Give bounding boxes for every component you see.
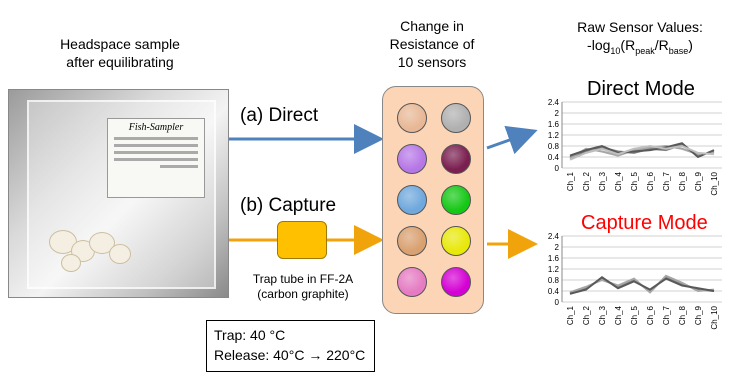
- sensor-9: [397, 267, 427, 297]
- capture-chart-title: Capture Mode: [581, 212, 708, 234]
- x-tick-label: Ch_5: [630, 305, 639, 325]
- direct-chart-title: Direct Mode: [587, 78, 695, 100]
- y-tick-label: 0.4: [548, 287, 560, 296]
- change-title-line1: Change in: [400, 18, 464, 34]
- sensor-array-box: [382, 86, 484, 314]
- sensor-6: [441, 185, 471, 215]
- trap-caption: Trap tube in FF-2A (carbon graphite): [228, 272, 378, 302]
- x-tick-label: Ch_1: [566, 171, 575, 191]
- x-tick-label: Ch_4: [614, 305, 623, 325]
- trap-tube: [277, 221, 327, 259]
- direct-mode-label: (a) Direct: [240, 105, 319, 126]
- y-tick-label: 0.8: [548, 142, 560, 151]
- y-tick-label: 0: [555, 164, 560, 173]
- release-temperature: Release: 40°C → 220°C: [214, 347, 366, 363]
- sample-bag-photo: Fish-Sampler: [8, 89, 229, 298]
- x-tick-label: Ch_7: [662, 171, 671, 191]
- trap-caption-line1: Trap tube in FF-2A: [252, 272, 354, 286]
- x-tick-label: Ch_4: [614, 171, 623, 191]
- x-tick-label: Ch_6: [646, 305, 655, 325]
- trap-temperature: Trap: 40 °C: [214, 327, 286, 343]
- conditions-box: Trap: 40 °C Release: 40°C → 220°C: [206, 320, 375, 372]
- y-tick-label: 1.2: [548, 131, 560, 140]
- bag-label-card: Fish-Sampler: [107, 118, 205, 198]
- y-tick-label: 2.4: [548, 232, 560, 241]
- y-tick-label: 1.6: [548, 120, 560, 129]
- sample-title-line1: Headspace sample: [60, 36, 180, 52]
- sensor-1: [397, 103, 427, 133]
- x-tick-label: Ch_8: [678, 171, 687, 191]
- sensor-4: [441, 144, 471, 174]
- x-tick-label: Ch_3: [598, 171, 607, 191]
- change-title: Change in Resistance of 10 sensors: [372, 17, 492, 71]
- y-tick-label: 2.4: [548, 98, 560, 107]
- raw-title-formula: -log10(Rpeak/Rbase): [587, 37, 693, 56]
- x-tick-label: Ch_2: [582, 171, 591, 191]
- x-tick-label: Ch_5: [630, 171, 639, 191]
- x-tick-label: Ch_6: [646, 171, 655, 191]
- change-title-line2: Resistance of: [389, 36, 475, 52]
- x-tick-label: Ch_9: [694, 305, 703, 325]
- series-line: [569, 276, 715, 295]
- raw-title-line1: Raw Sensor Values:: [577, 19, 703, 35]
- capture-mode-label: (b) Capture: [240, 195, 337, 216]
- bag-label-title: Fish-Sampler: [128, 122, 184, 133]
- sample-title: Headspace sample after equilibrating: [20, 35, 220, 71]
- sensor-3: [397, 144, 427, 174]
- mushroom: [61, 254, 81, 272]
- y-tick-label: 0: [555, 298, 560, 307]
- y-tick-label: 0.8: [548, 276, 560, 285]
- direct-mode-chart: 0 0.4 0.8 1.2 1.6 2 2.4Ch_1 Ch_2 Ch_3 Ch_4 Ch_5 Ch_…: [548, 98, 722, 196]
- x-tick-label: Ch_2: [582, 305, 591, 325]
- sensor-8: [441, 226, 471, 256]
- change-title-line3: 10 sensors: [397, 54, 467, 70]
- mushroom: [89, 232, 115, 254]
- y-tick-label: 2: [555, 109, 560, 118]
- y-tick-label: 1.6: [548, 254, 560, 263]
- sensor-5: [397, 185, 427, 215]
- x-tick-label: Ch_9: [694, 171, 703, 191]
- raw-title: Raw Sensor Values: -log10(Rpeak/Rbase): [555, 18, 725, 60]
- y-tick-label: 1.2: [548, 265, 560, 274]
- direct-arrow-out: [486, 125, 538, 155]
- sensor-10: [441, 267, 471, 297]
- series-line: [569, 144, 715, 161]
- y-tick-label: 0.4: [548, 153, 560, 162]
- x-tick-label: Ch_10: [710, 305, 719, 329]
- x-tick-label: Ch_3: [598, 305, 607, 325]
- x-tick-label: Ch_10: [710, 171, 719, 195]
- y-tick-label: 2: [555, 243, 560, 252]
- x-tick-label: Ch_1: [566, 305, 575, 325]
- capture-mode-chart: 0 0.4 0.8 1.2 1.6 2 2.4Ch_1 Ch_2 Ch_3 Ch_4 Ch_5 Ch_…: [548, 232, 722, 330]
- sample-title-line2: after equilibrating: [66, 54, 174, 70]
- mushroom: [109, 244, 131, 264]
- x-tick-label: Ch_8: [678, 305, 687, 325]
- sensor-2: [441, 103, 471, 133]
- x-tick-label: Ch_7: [662, 305, 671, 325]
- trap-caption-line2: (carbon graphite): [257, 287, 349, 301]
- sensor-7: [397, 226, 427, 256]
